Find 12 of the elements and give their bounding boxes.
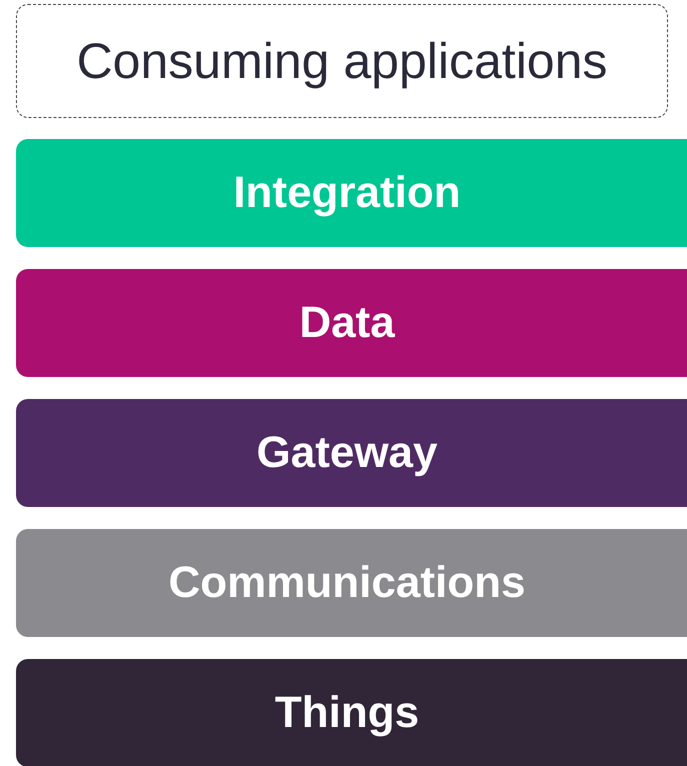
layer-bar bbox=[16, 399, 687, 507]
layer-label: Data bbox=[299, 298, 395, 348]
layer-label: Consuming applications bbox=[76, 32, 608, 90]
layer-bar bbox=[16, 269, 687, 377]
layer-label: Things bbox=[274, 688, 420, 738]
layer-label: Gateway bbox=[256, 428, 438, 478]
layer-label: Communications bbox=[168, 558, 526, 608]
layer-bar bbox=[16, 529, 687, 637]
layer-label: Integration bbox=[233, 168, 461, 218]
layer-bar bbox=[16, 659, 687, 766]
layer-bar bbox=[16, 139, 687, 247]
dashed-layer-box bbox=[16, 4, 668, 118]
